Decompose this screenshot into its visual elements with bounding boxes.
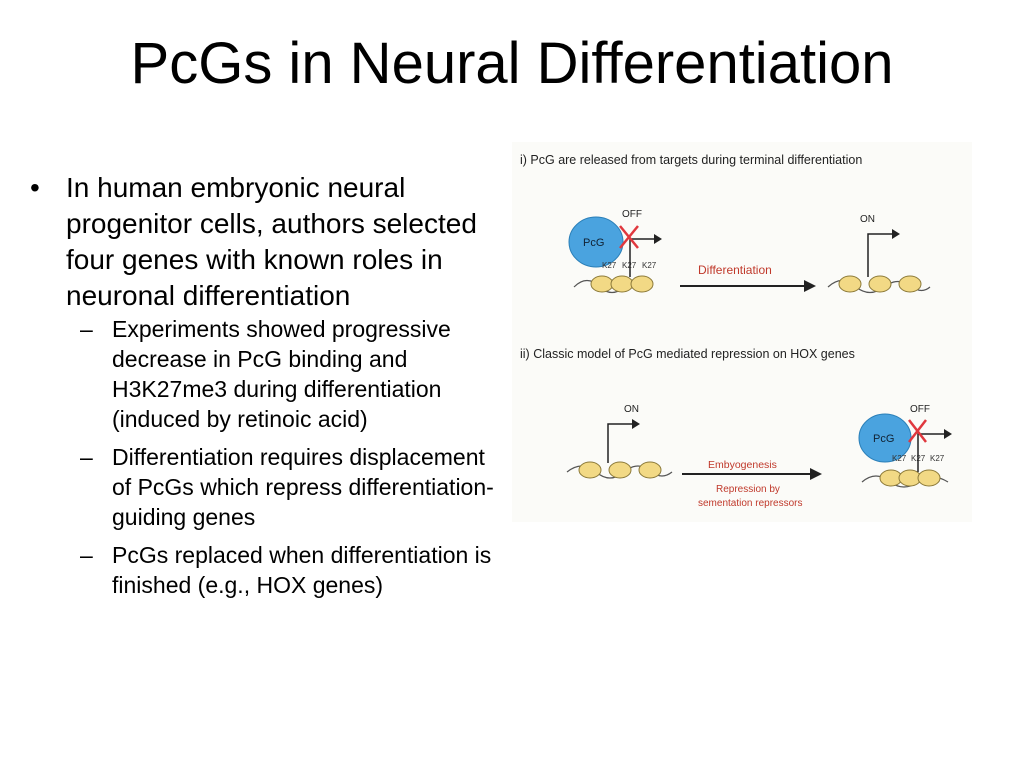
sub-bullet-item: – PcGs replaced when differentiation is … xyxy=(30,540,510,600)
slide-title: PcGs in Neural Differentiation xyxy=(130,31,894,96)
promoter-arrow-head xyxy=(654,234,662,244)
nucleosome xyxy=(578,461,602,479)
on-label: ON xyxy=(860,214,875,225)
pcg-label: PcG xyxy=(583,237,604,249)
promoter-arrow xyxy=(917,433,944,472)
pcg-diagram: i) PcG are released from targets during … xyxy=(512,142,972,522)
promoter-arrow xyxy=(607,423,632,463)
nucleosome xyxy=(590,275,614,293)
off-label: OFF xyxy=(622,209,642,220)
dash-marker: – xyxy=(80,316,93,342)
repression-label: Repression by xyxy=(716,484,780,495)
on-label: ON xyxy=(624,404,639,415)
sub-bullet-list: – Experiments showed progressive decreas… xyxy=(30,314,510,600)
panel1-right-active: ON xyxy=(827,214,931,294)
arrow-head xyxy=(804,280,816,292)
k27-label: K27 xyxy=(892,454,907,463)
red-cross-icon xyxy=(619,225,639,249)
nucleosome xyxy=(630,275,654,293)
nucleosome xyxy=(868,275,892,293)
arrow-head xyxy=(810,468,822,480)
pcg-label: PcG xyxy=(873,433,894,445)
sub-bullet-item: – Experiments showed progressive decreas… xyxy=(30,314,510,434)
bullet-item: • In human embryonic neural progenitor c… xyxy=(30,170,510,314)
nucleosome xyxy=(838,275,862,293)
panel1-left-repressed: PcG K27 K27 K27 OFF xyxy=(568,209,662,294)
promoter-arrow-head xyxy=(944,429,952,439)
nucleosome xyxy=(610,275,634,293)
red-cross-icon xyxy=(908,419,927,443)
panel2-left-active: ON xyxy=(566,404,673,479)
promoter-arrow-head xyxy=(892,229,900,239)
slide-body: • In human embryonic neural progenitor c… xyxy=(30,170,510,600)
diagram-svg: i) PcG are released from targets during … xyxy=(512,142,972,522)
dash-marker: – xyxy=(80,444,93,470)
nucleosome xyxy=(917,469,941,487)
k27-label: K27 xyxy=(642,261,657,270)
differentiation-label: Differentiation xyxy=(698,263,772,277)
sementation-label: sementation repressors xyxy=(698,498,803,509)
dash-marker: – xyxy=(80,542,93,568)
bullet-text: In human embryonic neural progenitor cel… xyxy=(66,172,477,311)
k27-label: K27 xyxy=(602,261,617,270)
sub-bullet-text: Experiments showed progressive decrease … xyxy=(112,316,451,432)
pcg-blob xyxy=(568,216,624,268)
sub-bullet-text: PcGs replaced when differentiation is fi… xyxy=(112,542,492,598)
embyogenesis-label: Embyogenesis xyxy=(708,459,777,471)
sub-bullet-item: – Differentiation requires displacement … xyxy=(30,442,510,532)
k27-label: K27 xyxy=(930,454,945,463)
panel1-arrow: Differentiation xyxy=(680,263,816,292)
panel2-arrow: Embyogenesis Repression by sementation r… xyxy=(682,459,822,509)
panel2-title: ii) Classic model of PcG mediated repres… xyxy=(520,347,855,361)
promoter-arrow-head xyxy=(632,419,640,429)
nucleosome xyxy=(898,275,922,293)
nucleosome xyxy=(608,461,632,479)
sub-bullet-text: Differentiation requires displacement of… xyxy=(112,444,494,530)
bullet-dot: • xyxy=(30,172,40,203)
promoter-arrow xyxy=(867,233,892,277)
panel2-right-repressed: PcG K27 K27 K27 OFF xyxy=(858,404,952,488)
panel1-title: i) PcG are released from targets during … xyxy=(520,153,862,167)
nucleosome xyxy=(638,461,662,479)
off-label: OFF xyxy=(910,404,930,415)
